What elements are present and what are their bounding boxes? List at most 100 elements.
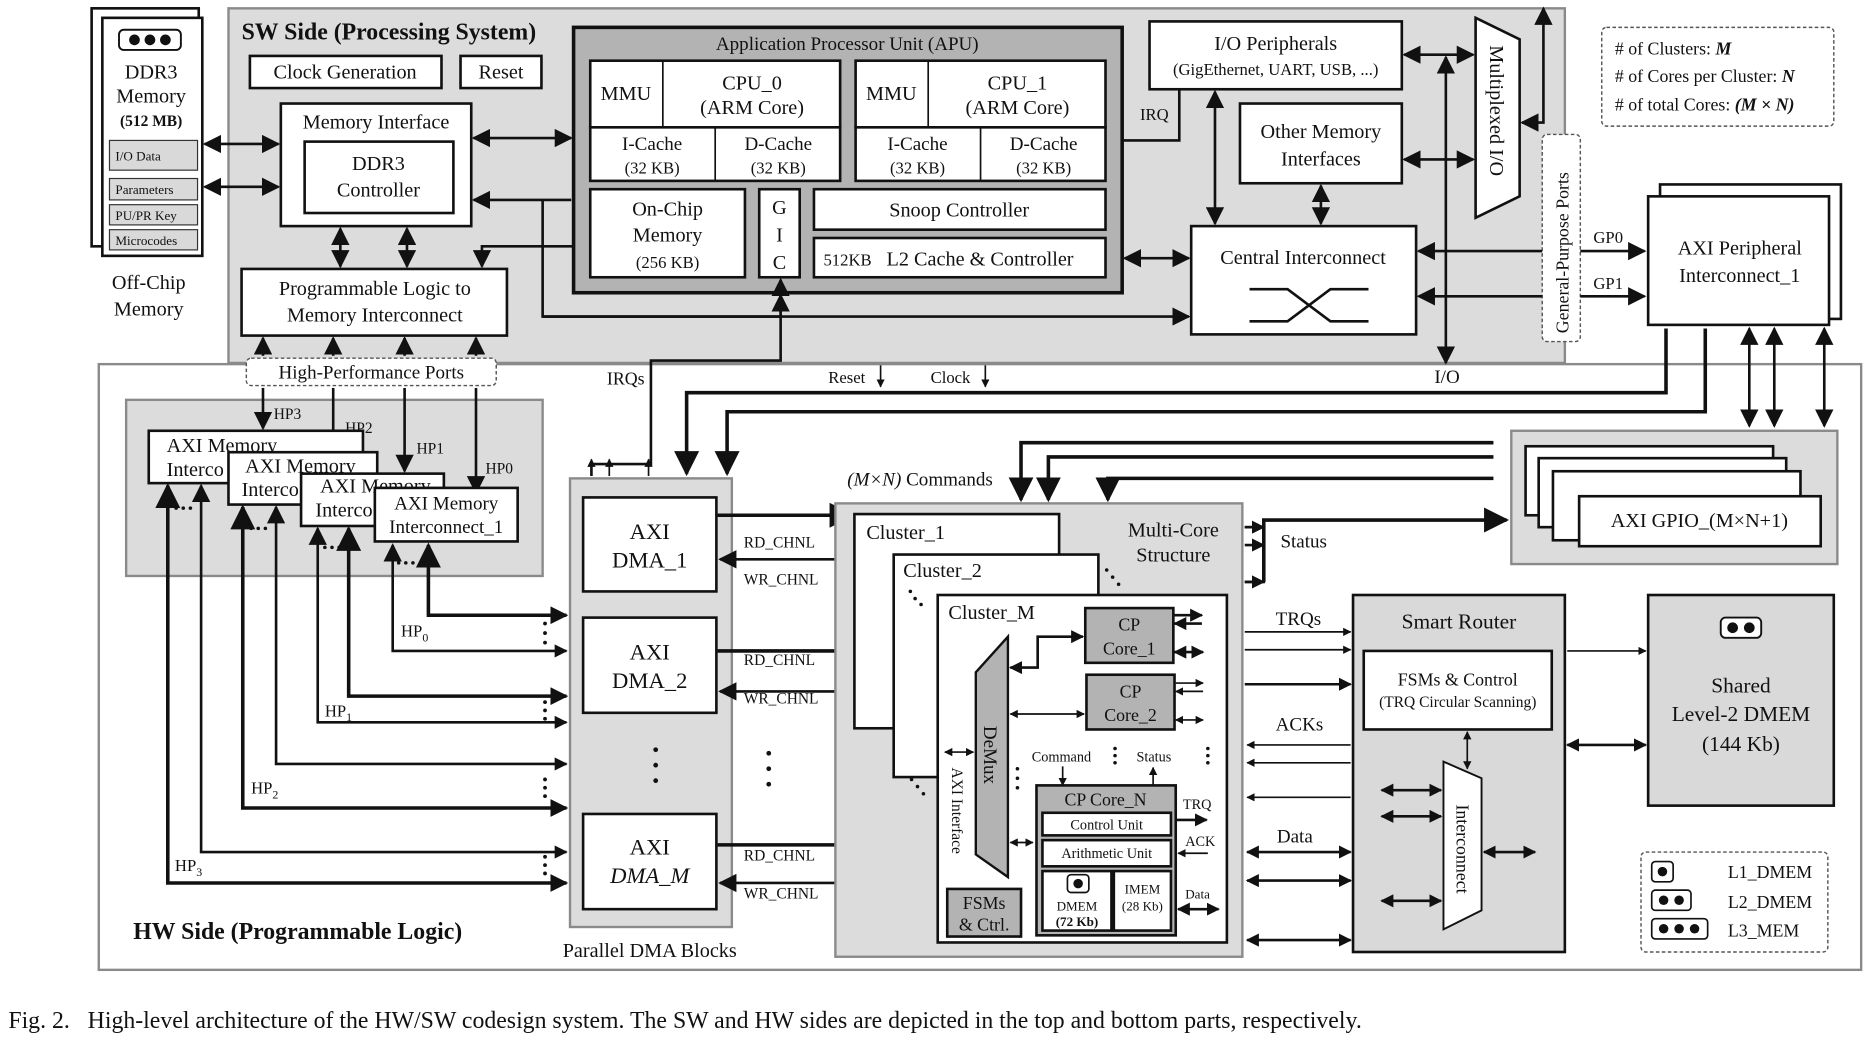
svg-text:DMA_M: DMA_M [609, 863, 690, 888]
svg-text:AXI Interface: AXI Interface [948, 768, 965, 854]
svg-text:Arithmetic Unit: Arithmetic Unit [1061, 846, 1152, 862]
svg-text:Interco: Interco [167, 459, 224, 481]
svg-text:Control Unit: Control Unit [1070, 817, 1143, 833]
svg-text:CP Core_N: CP Core_N [1064, 790, 1146, 810]
svg-text:Interconnect_1: Interconnect_1 [1679, 265, 1800, 287]
svg-text:G: G [772, 197, 787, 219]
svg-text:(144 Kb): (144 Kb) [1702, 732, 1780, 756]
svg-text:Reset: Reset [479, 62, 524, 84]
io-label: I/O [1434, 367, 1459, 388]
svg-text:(M×N)Commands: (M×N)Commands [847, 470, 993, 491]
hp-routing-lines [155, 483, 569, 892]
status-label: Status [1280, 531, 1327, 552]
cpu0-group: MMU CPU_0 (ARM Core) I-Cache (32 KB) D-C… [588, 59, 842, 183]
svg-text:Data: Data [1277, 827, 1313, 848]
svg-text:HP2: HP2 [251, 779, 278, 802]
fsms-ctrl-block [945, 887, 1023, 938]
svg-text:Controller: Controller [337, 179, 420, 201]
svg-text:Smart Router: Smart Router [1402, 609, 1517, 633]
svg-text:Cluster_2: Cluster_2 [903, 560, 982, 582]
svg-text:ACKs: ACKs [1276, 715, 1324, 736]
svg-text:TRQs: TRQs [1276, 609, 1321, 630]
clock-generation-box [248, 54, 443, 90]
section-parameters: Parameters [115, 182, 173, 197]
svg-text:Snoop Controller: Snoop Controller [889, 200, 1029, 222]
cpu0-label: CPU_0 [722, 72, 782, 94]
svg-text:DDR3: DDR3 [352, 153, 405, 175]
svg-text:Off-Chip: Off-Chip [112, 272, 186, 294]
svg-text:AXI: AXI [630, 519, 670, 544]
svg-text:(ARM Core): (ARM Core) [700, 97, 804, 119]
svg-text:CP: CP [1120, 681, 1142, 701]
svg-text:Memory: Memory [633, 225, 704, 247]
svg-text:Interconnect_1: Interconnect_1 [389, 517, 503, 538]
svg-text:Core_2: Core_2 [1104, 705, 1157, 725]
svg-text:Cluster_M: Cluster_M [948, 602, 1035, 624]
svg-text:Memory: Memory [114, 298, 185, 320]
svg-text:L2 Cache & Controller: L2 Cache & Controller [887, 248, 1074, 270]
axi-dma-2 [581, 616, 718, 715]
svg-text:# of total Cores: (M × N): # of total Cores: (M × N) [1615, 95, 1795, 116]
svg-text:Interco: Interco [315, 499, 372, 521]
arithmetic-unit [1041, 838, 1173, 868]
io-peripherals-box [1148, 20, 1404, 91]
pl-memory-interconnect-box [240, 267, 509, 337]
gic-box [757, 187, 801, 279]
svg-text:IMEM: IMEM [1125, 882, 1161, 897]
svg-text:L2_DMEM: L2_DMEM [1728, 892, 1812, 912]
demux-block [974, 633, 1010, 880]
svg-text:DMA_1: DMA_1 [612, 548, 687, 573]
control-unit [1041, 811, 1173, 837]
svg-text:(72 Kb): (72 Kb) [1056, 914, 1099, 929]
svg-text:Other Memory: Other Memory [1261, 121, 1383, 143]
svg-text:# of Cores per Cluster: N: # of Cores per Cluster: N [1615, 66, 1796, 86]
svg-text:(28 Kb): (28 Kb) [1122, 898, 1163, 913]
gp0-label: GP0 [1593, 228, 1623, 247]
sw-side-title: SW Side (Processing System) [242, 19, 537, 45]
ddr3-memory-title: DDR3 [125, 62, 178, 84]
svg-text:MMU: MMU [601, 83, 652, 105]
crossbar-icon [1249, 287, 1369, 323]
cpu1-label: CPU_1 [988, 72, 1048, 94]
svg-text:HP3: HP3 [274, 406, 302, 423]
svg-text:DeMux: DeMux [979, 726, 1000, 785]
svg-text:Level-2 DMEM: Level-2 DMEM [1672, 702, 1811, 726]
ellipsis-dots [174, 506, 547, 876]
svg-text:Application Processor Unit (AP: Application Processor Unit (APU) [716, 34, 979, 55]
irqs-label: IRQs [607, 368, 645, 388]
svg-text:Core_1: Core_1 [1103, 639, 1156, 659]
svg-text:I-Cache: I-Cache [622, 134, 682, 155]
hw-side-title: HW Side (Programmable Logic) [133, 919, 462, 945]
svg-text:Memory: Memory [116, 85, 187, 107]
ddr3-size: (512 MB) [120, 113, 182, 130]
gp1-label: GP1 [1593, 274, 1623, 293]
svg-text:MMU: MMU [866, 83, 917, 105]
general-purpose-ports [1541, 133, 1582, 343]
svg-text:(32 KB): (32 KB) [625, 159, 680, 178]
svg-text:D-Cache: D-Cache [1010, 134, 1078, 155]
svg-text:Clock: Clock [931, 368, 971, 387]
svg-text:Shared: Shared [1711, 674, 1771, 698]
svg-text:General-Purpose Ports: General-Purpose Ports [1552, 172, 1572, 333]
svg-text:512KB: 512KB [823, 250, 871, 269]
svg-text:(32 KB): (32 KB) [751, 159, 806, 178]
svg-text:D-Cache: D-Cache [744, 134, 812, 155]
svg-text:(256 KB): (256 KB) [636, 253, 699, 272]
svg-text:WR_CHNL: WR_CHNL [744, 571, 819, 588]
axi-peripheral-interconnect-box [1646, 195, 1831, 327]
svg-text:RD_CHNL: RD_CHNL [744, 847, 815, 864]
svg-text:DMEM: DMEM [1057, 898, 1098, 913]
svg-text:DMA_2: DMA_2 [612, 668, 687, 693]
svg-text:(32 KB): (32 KB) [1016, 159, 1071, 178]
svg-text:AXI Peripheral: AXI Peripheral [1678, 238, 1802, 260]
svg-text:Command: Command [1032, 750, 1091, 766]
svg-text:AXI Memory: AXI Memory [245, 455, 357, 477]
multiplexed-io-block [1474, 15, 1521, 220]
svg-text:RD_CHNL: RD_CHNL [744, 534, 815, 551]
svg-text:Reset: Reset [828, 368, 865, 387]
svg-text:ACK: ACK [1185, 834, 1216, 850]
svg-text:HP1: HP1 [325, 701, 352, 724]
svg-text:(TRQ Circular Scanning): (TRQ Circular Scanning) [1379, 694, 1536, 711]
svg-text:AXI: AXI [630, 834, 670, 859]
svg-text:AXI GPIO_(M×N+1): AXI GPIO_(M×N+1) [1611, 510, 1788, 532]
